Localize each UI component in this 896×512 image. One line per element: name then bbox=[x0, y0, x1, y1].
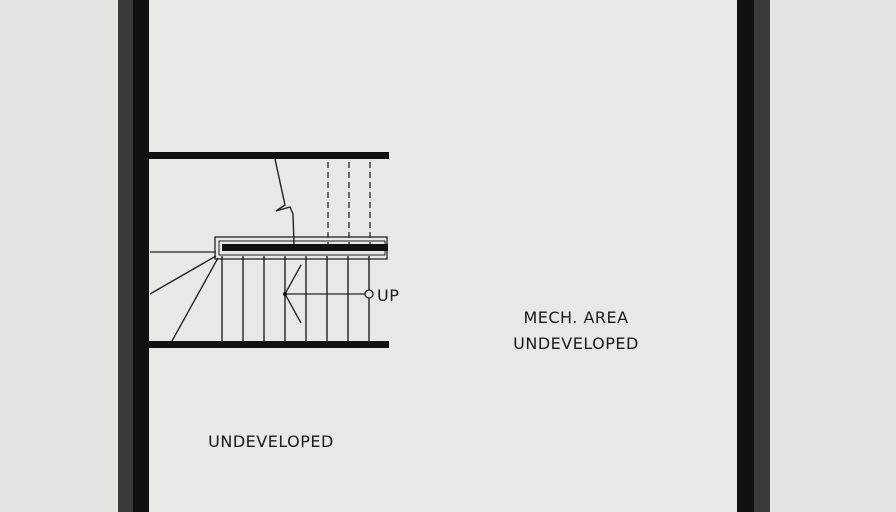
winder-line bbox=[171, 257, 219, 342]
mech-area-status-label: UNDEVELOPED bbox=[513, 334, 639, 353]
stair-direction-arrow bbox=[283, 264, 374, 324]
left-wall bbox=[133, 0, 149, 512]
interior-area bbox=[148, 0, 738, 512]
arrow-start-circle bbox=[364, 289, 374, 299]
stair-wall-bar bbox=[222, 244, 388, 251]
right-wall bbox=[737, 0, 754, 512]
stair-up-label: UP bbox=[377, 286, 399, 305]
mech-area-label: MECH. AREA bbox=[523, 308, 628, 327]
hidden-treads bbox=[327, 162, 371, 244]
winder-treads bbox=[149, 251, 219, 342]
winder-line bbox=[149, 255, 217, 295]
arrow-tip-dot bbox=[283, 292, 287, 296]
break-line bbox=[274, 158, 295, 245]
undeveloped-room-label: UNDEVELOPED bbox=[208, 432, 334, 451]
right-wall-outer bbox=[754, 0, 770, 512]
stair-top-wall bbox=[148, 152, 389, 159]
left-wall-outer bbox=[118, 0, 134, 512]
stair-bottom-wall bbox=[148, 341, 389, 348]
stair-treads bbox=[221, 256, 370, 342]
